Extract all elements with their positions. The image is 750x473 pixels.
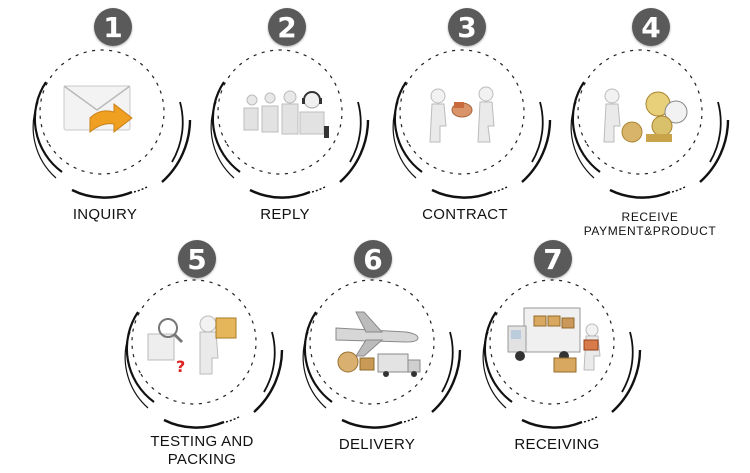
- step-label: TESTING AND: [150, 433, 254, 450]
- handover-contract-icon: [429, 86, 495, 143]
- step-6: 6 DELIVERY: [292, 234, 472, 464]
- call-center-icon: [243, 90, 329, 138]
- step-label: CONTRACT: [422, 206, 508, 223]
- step-label: RECEIVE: [621, 210, 679, 224]
- step-label-line2: PAYMENT&PRODUCT: [583, 224, 717, 238]
- step-number-badge: 4: [632, 8, 670, 46]
- step-1: 1 INQUIRY: [20, 0, 200, 230]
- step-number-badge: 1: [94, 8, 132, 46]
- payment-gold-icon: [603, 88, 688, 143]
- inspect-box-icon: ?: [147, 315, 237, 376]
- step-4: 4 RECEIVE PAYMENT&PRODUCT: [560, 0, 740, 238]
- step-label-line2: PACKING: [167, 451, 237, 468]
- step-number-badge: 6: [354, 240, 392, 278]
- envelope-arrow-icon: [63, 85, 133, 134]
- airplane-truck-icon: [335, 311, 421, 377]
- step-number-badge: 2: [268, 8, 306, 46]
- step-7: 7 RECEIVING: [472, 234, 652, 464]
- step-label: REPLY: [260, 206, 310, 223]
- step-label: INQUIRY: [72, 206, 138, 223]
- step-number-badge: 3: [448, 8, 486, 46]
- svg-text:?: ?: [176, 357, 185, 376]
- step-label: DELIVERY: [338, 436, 416, 453]
- step-number-badge: 7: [534, 240, 572, 278]
- step-3: 3 CONTRACT: [380, 0, 560, 230]
- step-5: 5 ? TESTING AND PACKING: [112, 234, 292, 468]
- truck-unload-icon: [507, 307, 601, 373]
- step-number-badge: 5: [178, 240, 216, 278]
- step-2: 2 REPLY: [200, 0, 380, 230]
- step-label: RECEIVING: [514, 436, 600, 453]
